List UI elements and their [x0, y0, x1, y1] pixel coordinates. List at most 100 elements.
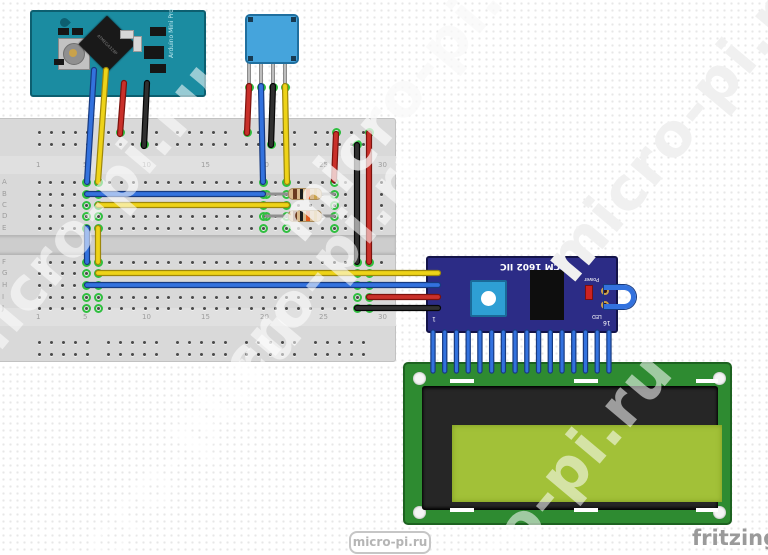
breadboard-rail-hole [118, 142, 122, 146]
breadboard-column-number: 10 [142, 161, 151, 169]
breadboard-rail-hole [211, 142, 215, 146]
breadboard-hole [344, 260, 348, 264]
breadboard-rail-hole [256, 352, 260, 356]
breadboard-hole [179, 283, 183, 287]
breadboard-hole [155, 214, 159, 218]
breadboard-hole [226, 203, 230, 207]
breadboard-rail-hole [349, 142, 353, 146]
resistor-band [314, 189, 317, 199]
connection-ring [93, 177, 103, 187]
breadboard-hole [226, 295, 230, 299]
breadboard-hole [37, 192, 41, 196]
bezel-tab [696, 508, 718, 512]
breadboard-hole [214, 192, 218, 196]
breadboard-hole [308, 306, 312, 310]
connection-ring [81, 223, 91, 233]
breadboard-hole [308, 203, 312, 207]
dht-corner-mark [248, 17, 253, 22]
breadboard-hole [297, 180, 301, 184]
breadboard-hole [344, 214, 348, 218]
breadboard-hole [379, 180, 383, 184]
breadboard-hole [190, 203, 194, 207]
breadboard-hole [190, 260, 194, 264]
breadboard-rail-hole [106, 130, 110, 134]
breadboard-hole [320, 295, 324, 299]
breadboard-hole [120, 192, 124, 196]
breadboard-hole [72, 295, 76, 299]
connection-ring [352, 139, 362, 149]
lcd-screen [452, 425, 722, 502]
breadboard-rail-hole [85, 352, 89, 356]
breadboard-row-letter: E [2, 224, 7, 232]
breadboard-rail-hole [49, 142, 53, 146]
breadboard-hole [238, 271, 242, 275]
connection-ring [81, 268, 91, 278]
breadboard-hole [190, 192, 194, 196]
breadboard-hole [37, 295, 41, 299]
breadboard-rail-hole [223, 340, 227, 344]
connection-ring [81, 189, 91, 199]
connection-ring [364, 280, 374, 290]
breadboard-hole [190, 295, 194, 299]
breadboard-hole [49, 203, 53, 207]
breadboard-rail-hole [175, 340, 179, 344]
breadboard-hole [49, 180, 53, 184]
breadboard-hole [297, 271, 301, 275]
breadboard-hole [72, 226, 76, 230]
breadboard-hole [167, 260, 171, 264]
breadboard-hole [273, 260, 277, 264]
breadboard-hole [108, 180, 112, 184]
breadboard-hole [226, 214, 230, 218]
breadboard-rail-hole [325, 340, 329, 344]
breadboard-hole [238, 214, 242, 218]
connection-ring [353, 257, 363, 267]
breadboard-hole [143, 295, 147, 299]
breadboard-hole [120, 283, 124, 287]
breadboard-hole [155, 203, 159, 207]
connection-ring [364, 257, 374, 267]
breadboard-hole [120, 295, 124, 299]
breadboard-hole [155, 180, 159, 184]
breadboard-rail-hole [73, 352, 77, 356]
breadboard-rail-hole [49, 352, 53, 356]
breadboard-hole [320, 203, 324, 207]
breadboard-hole [332, 260, 336, 264]
breadboard-hole [202, 192, 206, 196]
breadboard-hole [167, 271, 171, 275]
breadboard-hole [120, 271, 124, 275]
breadboard-hole [356, 192, 360, 196]
breadboard-hole [61, 214, 65, 218]
breadboard-hole [179, 180, 183, 184]
connection-ring [81, 177, 91, 187]
connection-ring [93, 200, 103, 210]
breadboard-hole [344, 226, 348, 230]
breadboard-hole [120, 260, 124, 264]
connection-ring [81, 292, 91, 302]
breadboard-row-letter: A [2, 178, 7, 186]
breadboard-rail-hole [142, 340, 146, 344]
breadboard-rail-hole [187, 340, 191, 344]
connection-ring [139, 139, 149, 149]
breadboard-hole [214, 260, 218, 264]
breadboard-hole [379, 260, 383, 264]
connection-ring [282, 200, 292, 210]
breadboard-hole [273, 192, 277, 196]
breadboard-hole [273, 203, 277, 207]
breadboard-column-number: 1 [36, 313, 41, 321]
breadboard-rail-hole [154, 142, 158, 146]
connection-ring [242, 127, 252, 137]
breadboard-hole [273, 271, 277, 275]
breadboard-hole [249, 283, 253, 287]
breadboard-rail-hole [85, 130, 89, 134]
breadboard-rail-hole [349, 340, 353, 344]
breadboard-hole [143, 214, 147, 218]
breadboard-rail-hole [349, 130, 353, 134]
breadboard-hole [61, 283, 65, 287]
breadboard-hole [61, 192, 65, 196]
breadboard-hole [344, 192, 348, 196]
breadboard-hole [249, 203, 253, 207]
bezel-tab [450, 379, 474, 383]
connection-ring [329, 200, 339, 210]
breadboard-hole [108, 260, 112, 264]
breadboard-rail-hole [244, 340, 248, 344]
